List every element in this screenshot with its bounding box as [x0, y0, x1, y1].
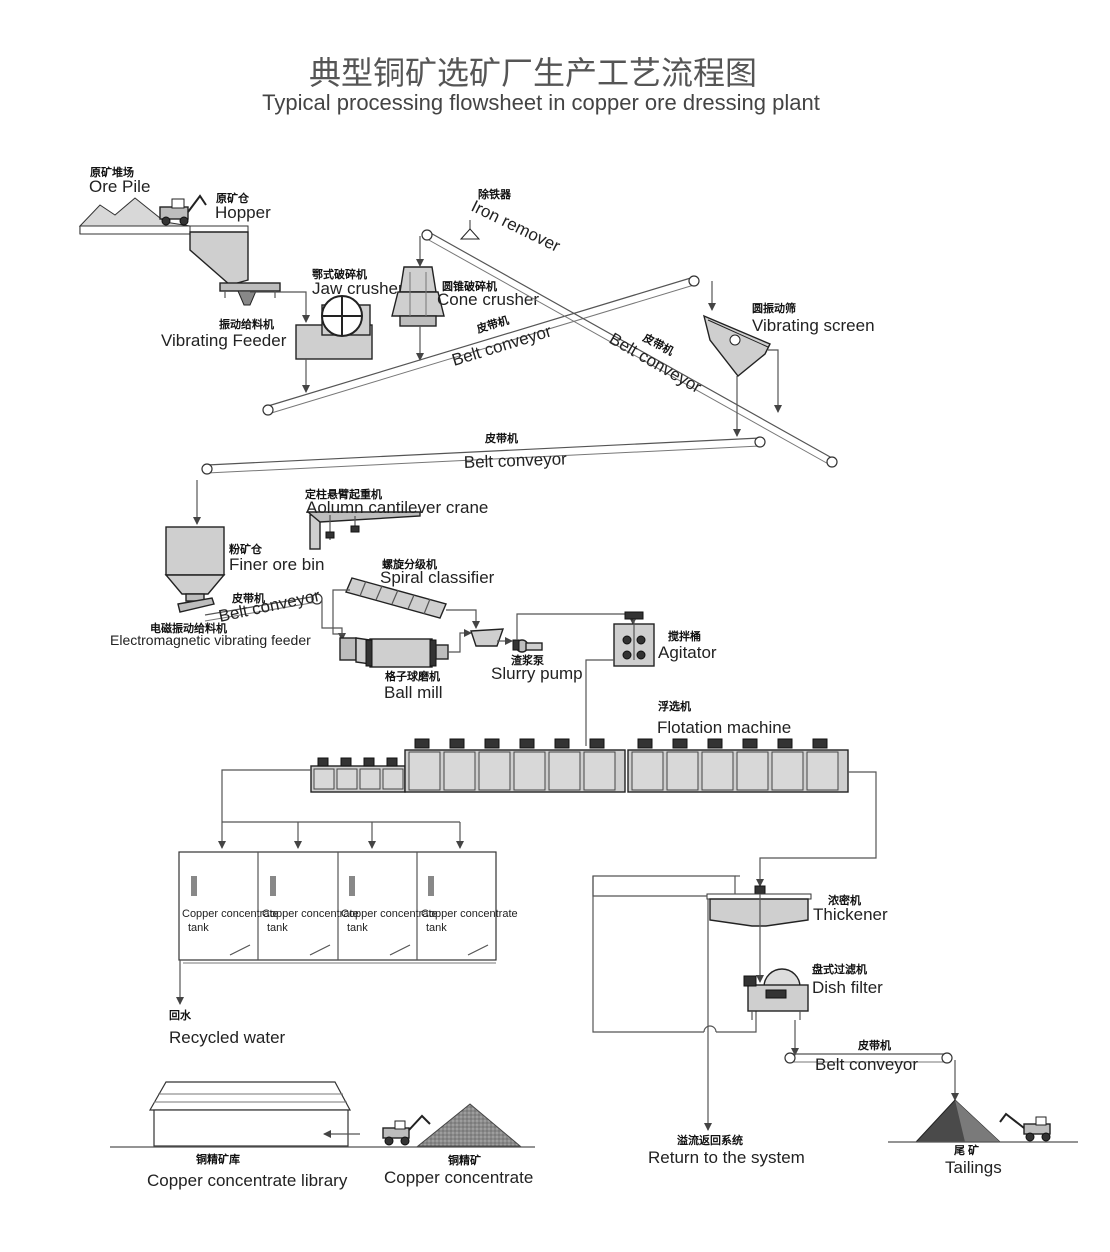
- tank-2-label: Copper concentrate: [262, 908, 359, 920]
- pump-box: [470, 628, 505, 647]
- cone-crusher-cn: 圆锥破碎机: [442, 279, 497, 293]
- belt-5-en: Belt conveyor: [815, 1055, 918, 1074]
- thickener-en: Thickener: [813, 905, 888, 924]
- finer-ore-bin-cn: 粉矿仓: [229, 542, 263, 556]
- loader-icon-2: [382, 1114, 431, 1146]
- tank-2-label2: tank: [267, 922, 288, 934]
- finer-ore-bin-en: Finer ore bin: [229, 555, 324, 574]
- crane-cn: 定柱悬臂起重机: [305, 487, 382, 501]
- flotation-machine: [310, 738, 849, 793]
- tailings-pile: [888, 1099, 1078, 1143]
- tank-3-label: Copper concentrate: [341, 908, 438, 920]
- ore-pile-cn: 原矿堆场: [90, 165, 134, 179]
- cone-crusher-en: Cone crusher: [437, 290, 539, 309]
- iron-remover-icon: [459, 220, 481, 240]
- em-feeder-en: Electromagnetic vibrating feeder: [110, 632, 311, 648]
- belt-conveyor-4: [204, 593, 323, 622]
- spiral-classifier: [345, 577, 447, 619]
- iron-remover-cn: 除铁器: [478, 187, 512, 201]
- dish-filter: [743, 968, 809, 1020]
- recycled-water-en: Recycled water: [169, 1028, 286, 1047]
- thickener: [706, 885, 812, 927]
- tank-4-label2: tank: [426, 922, 447, 934]
- concentrate-library: [110, 1081, 535, 1148]
- slurry-pump-cn: 渣浆泵: [511, 653, 544, 667]
- flotation-cells-right: [631, 738, 839, 791]
- hopper: [189, 225, 281, 306]
- flotation-en: Flotation machine: [657, 718, 791, 737]
- belt-3-en: Belt conveyor: [463, 449, 567, 472]
- spiral-classifier-en: Spiral classifier: [380, 568, 495, 587]
- tank-1-label2: tank: [188, 922, 209, 934]
- belt-3-cn: 皮带机: [484, 431, 518, 445]
- loader-icon-3: [999, 1112, 1051, 1142]
- ball-mill-en: Ball mill: [384, 683, 443, 702]
- spiral-classifier-cn: 螺旋分级机: [382, 557, 437, 571]
- dish-filter-cn: 盘式过滤机: [812, 962, 867, 976]
- belt-5-cn: 皮带机: [857, 1038, 891, 1052]
- belt-4-cn: 皮带机: [231, 591, 265, 605]
- loader-icon: [159, 194, 207, 226]
- hopper-en: Hopper: [215, 203, 271, 222]
- cone-crusher: [391, 266, 445, 327]
- flotation-cells-middle: [408, 738, 616, 791]
- title-cn: 典型铜矿选矿厂生产工艺流程图: [309, 54, 757, 92]
- agitator: [613, 611, 655, 667]
- tank-3-label2: tank: [347, 922, 368, 934]
- iron-remover-en: Iron remover: [468, 197, 563, 256]
- belt-conveyor-2: [421, 229, 838, 468]
- tank-pump-icon: [191, 876, 434, 896]
- belt-4-en: Belt conveyor: [217, 586, 322, 626]
- crane-en: Aolumn cantilever crane: [306, 498, 488, 517]
- cantilever-crane: [306, 511, 421, 550]
- tank-4-label: Copper concentrate: [421, 908, 518, 920]
- flotation-small-cells: [313, 757, 404, 790]
- slurry-pump-en: Slurry pump: [491, 664, 583, 683]
- concentrate-pile: [416, 1103, 522, 1147]
- library-en: Copper concentrate library: [147, 1171, 348, 1190]
- belt-1-cn: 皮带机: [474, 313, 511, 336]
- return-cn: 溢流返回系统: [677, 1133, 743, 1147]
- vibrating-screen-cn: 圆振动筛: [752, 301, 796, 315]
- recycled-water-cn: 回水: [169, 1008, 192, 1022]
- concentrate-tanks: [178, 851, 497, 964]
- tank-1-label: Copper concentrate: [182, 908, 279, 920]
- agitator-en: Agitator: [658, 643, 717, 662]
- vibrating-feeder-cn: 振动给料机: [219, 317, 274, 331]
- dish-filter-en: Dish filter: [812, 978, 883, 997]
- em-feeder-cn: 电磁振动给料机: [150, 621, 227, 635]
- ball-mill-cn: 格子球磨机: [385, 669, 440, 683]
- flotation-cn: 浮选机: [658, 699, 691, 713]
- thickener-cn: 浓密机: [828, 893, 861, 907]
- belt-conveyor-1: [262, 275, 700, 416]
- belt-conveyor-5: [784, 1052, 953, 1064]
- vibrating-feeder-en: Vibrating Feeder: [161, 331, 287, 350]
- jaw-crusher-en: Jaw crusher: [312, 279, 404, 298]
- library-cn: 铜精矿库: [195, 1152, 240, 1166]
- jaw-crusher: [295, 295, 373, 360]
- concentrate-cn: 铜精矿: [447, 1153, 481, 1167]
- ball-mill: [339, 637, 449, 668]
- return-en: Return to the system: [648, 1148, 805, 1167]
- title-en: Typical processing flowsheet in copper o…: [262, 90, 820, 115]
- tailings-en: Tailings: [945, 1158, 1002, 1177]
- agitator-cn: 搅拌桶: [668, 629, 701, 643]
- tailings-cn: 尾 矿: [953, 1143, 979, 1157]
- hopper-cn: 原矿仓: [216, 191, 250, 205]
- belt-conveyor-3: [201, 436, 766, 475]
- finer-ore-bin: [164, 526, 226, 613]
- concentrate-en: Copper concentrate: [384, 1168, 533, 1187]
- jaw-crusher-cn: 鄂式破碎机: [312, 267, 367, 281]
- vibrating-screen-en: Vibrating screen: [752, 316, 875, 335]
- slurry-pump: [512, 639, 543, 653]
- ore-pile-en: Ore Pile: [89, 177, 150, 196]
- vibrating-screen: [702, 314, 771, 377]
